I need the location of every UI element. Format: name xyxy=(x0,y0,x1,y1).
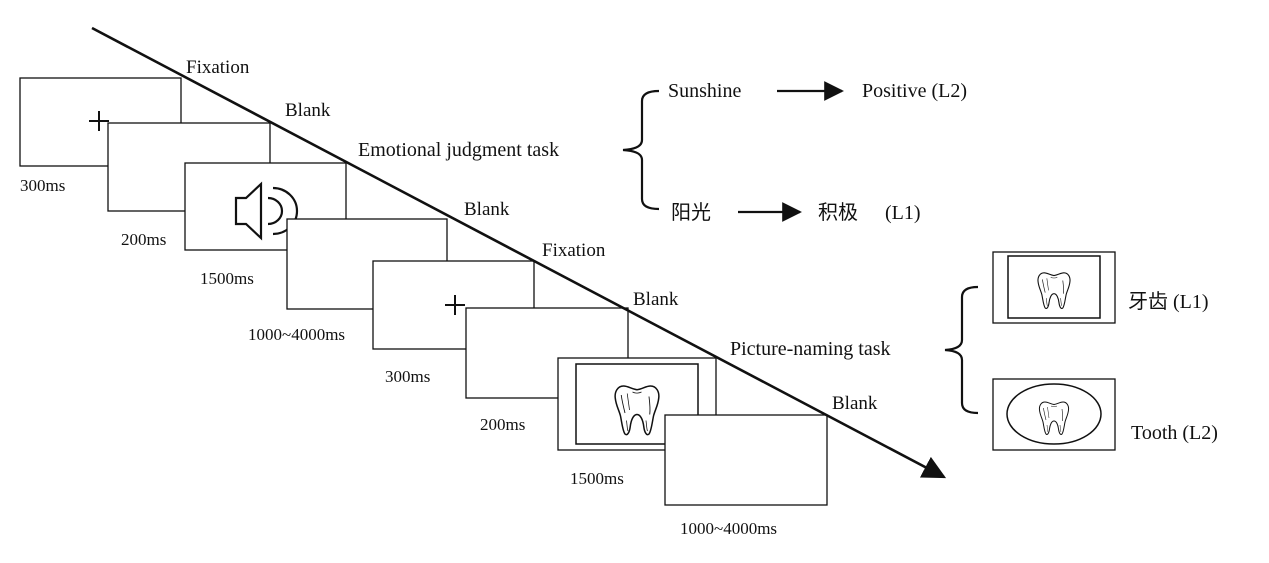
emotional-task-label: Emotional judgment task xyxy=(358,139,559,161)
duration-fixation-1: 300ms xyxy=(20,176,65,195)
response-picture-l2: Tooth (L2) xyxy=(1131,422,1218,444)
speaker-icon xyxy=(234,181,299,241)
response-english: Positive (L2) xyxy=(862,80,967,102)
label-fixation-2: Fixation xyxy=(542,240,606,261)
fixation-cross-icon xyxy=(445,295,465,315)
fixation-cross-icon xyxy=(89,111,109,131)
picture-task-brace xyxy=(944,285,979,415)
duration-blank-3: 200ms xyxy=(480,415,525,434)
response-picture-l1: 牙齿 (L1) xyxy=(1128,290,1209,313)
word-chinese: 阳光 xyxy=(671,201,711,224)
word-english: Sunshine xyxy=(668,80,741,102)
label-blank-1: Blank xyxy=(285,100,331,121)
duration-blank-1: 200ms xyxy=(121,230,166,249)
label-blank-3: Blank xyxy=(633,289,679,310)
screen-blank-4 xyxy=(664,414,828,506)
label-blank-4: Blank xyxy=(832,393,878,414)
timeline-arrow xyxy=(91,26,947,479)
label-fixation-1: Fixation xyxy=(186,57,250,78)
picture-task-label: Picture-naming task xyxy=(730,338,891,360)
duration-picture: 1500ms xyxy=(570,469,624,488)
label-blank-2: Blank xyxy=(464,199,510,220)
response-chinese-language: (L1) xyxy=(885,202,921,224)
duration-fixation-2: 300ms xyxy=(385,367,430,386)
duration-blank-4: 1000~4000ms xyxy=(680,519,777,538)
emotional-task-brace xyxy=(622,89,660,211)
duration-blank-2: 1000~4000ms xyxy=(248,325,345,344)
duration-audio: 1500ms xyxy=(200,269,254,288)
response-chinese: 积极 xyxy=(818,201,858,224)
